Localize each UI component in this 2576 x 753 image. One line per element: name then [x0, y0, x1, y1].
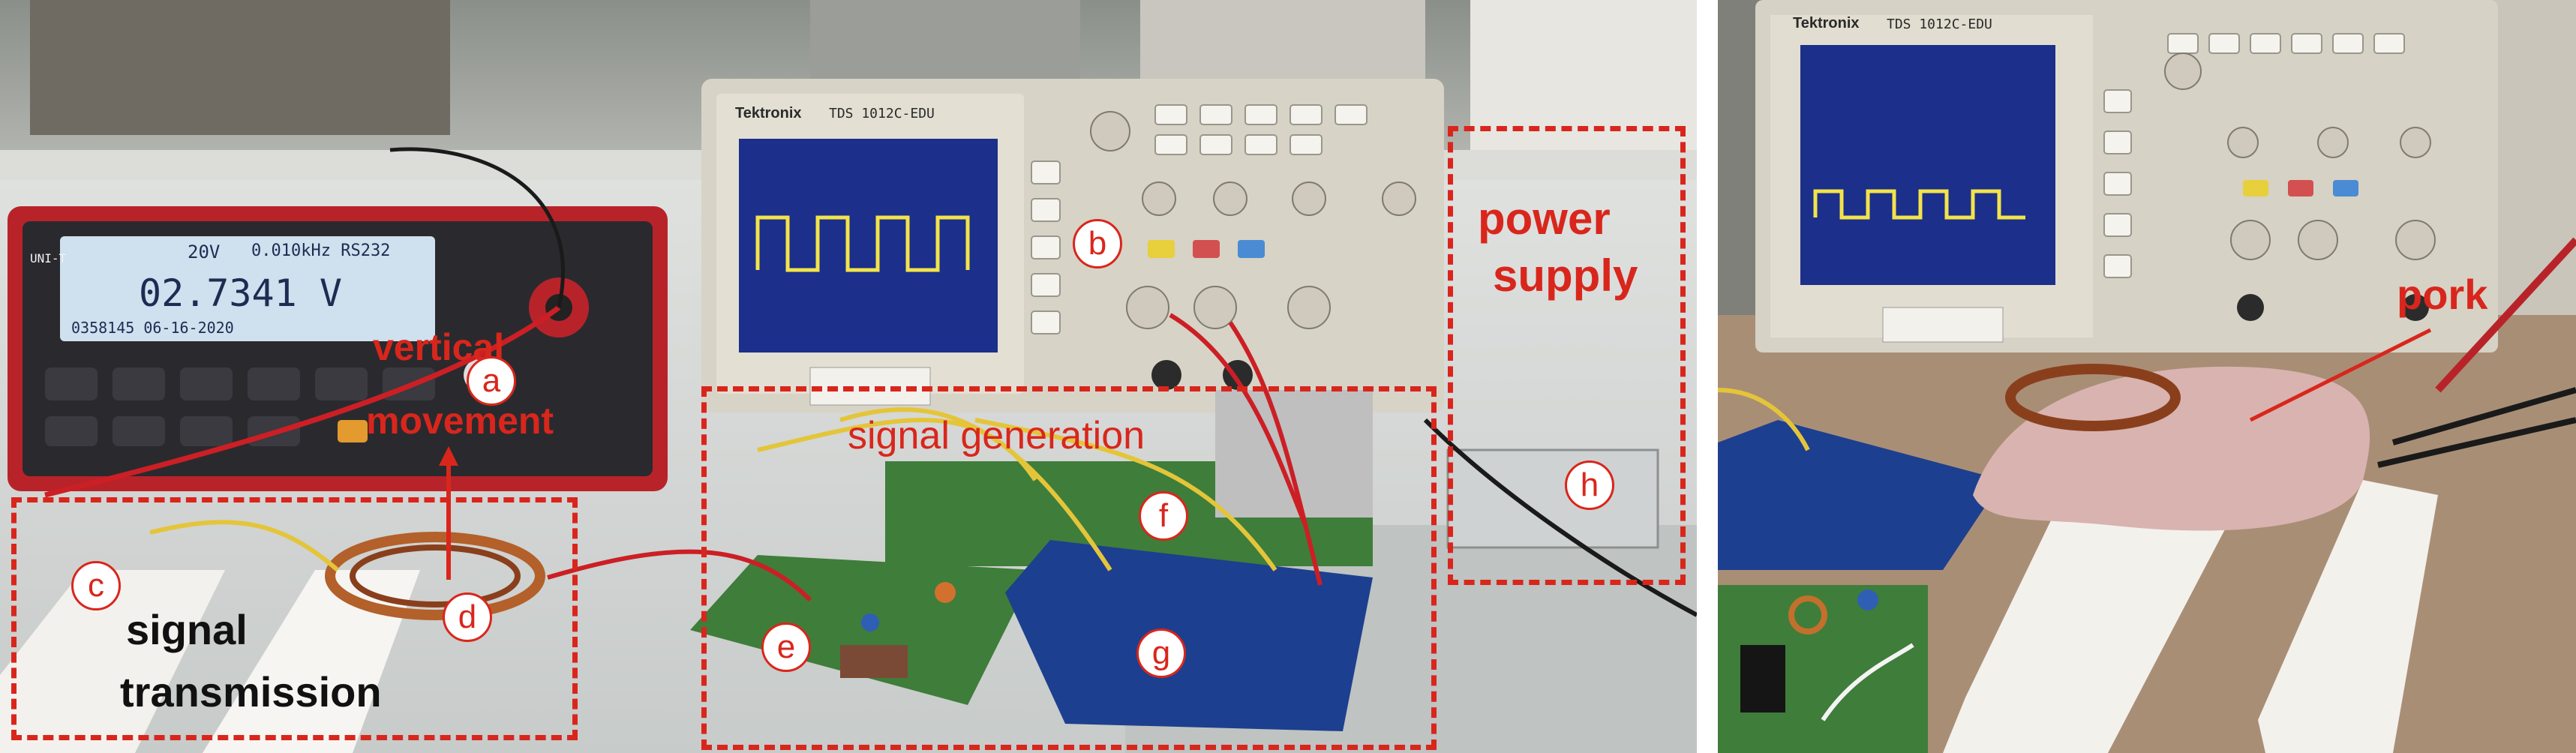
left-photo: [0, 0, 1697, 753]
power-supply-label-1: power: [1478, 194, 1611, 244]
power-supply-label-2: supply: [1493, 250, 1638, 301]
right-scene: [1718, 0, 2576, 753]
jumper-wires: [149, 313, 1697, 617]
marker-d: d: [443, 592, 492, 642]
vertical-movement-arrow: [439, 446, 458, 580]
multimeter-status: 0.010kHz RS232: [251, 242, 391, 260]
marker-a: a: [467, 356, 516, 406]
multimeter-brand: UNI-T: [30, 251, 67, 266]
marker-e: e: [761, 622, 811, 672]
vertical-movement-label-2: movement: [366, 400, 554, 442]
signal-transmission-box: [11, 497, 578, 740]
marker-g: g: [1136, 628, 1186, 678]
marker-c: c: [71, 561, 121, 610]
multimeter-reading: 02.7341 V: [139, 272, 342, 315]
left-scene: [0, 0, 1697, 753]
right-photo: [1718, 0, 2576, 753]
marker-h: h: [1565, 460, 1614, 510]
marker-b: b: [1073, 219, 1122, 268]
right-scope-model: TDS 1012C-EDU: [1887, 16, 1992, 32]
signal-generation-label: signal generation: [848, 414, 1145, 458]
multimeter-range: 20V: [188, 242, 221, 262]
power-supply-box: [1448, 126, 1686, 585]
pork-sample: [1973, 366, 2370, 531]
marker-f: f: [1139, 491, 1188, 541]
signal-generation-box: [701, 386, 1437, 750]
left-scope-brand: Tektronix: [735, 105, 802, 122]
pork-pointer-line: [2249, 328, 2432, 422]
right-oscilloscope: [1755, 0, 2498, 352]
signal-transmission-label-1: signal: [126, 606, 248, 653]
pork-label: pork: [2397, 271, 2488, 318]
multimeter-date: 0358145 06-16-2020: [71, 319, 234, 337]
multimeter: [8, 147, 668, 498]
left-scope-model: TDS 1012C-EDU: [829, 106, 935, 122]
signal-transmission-label-2: transmission: [120, 668, 382, 716]
right-scope-brand: Tektronix: [1793, 15, 1860, 32]
